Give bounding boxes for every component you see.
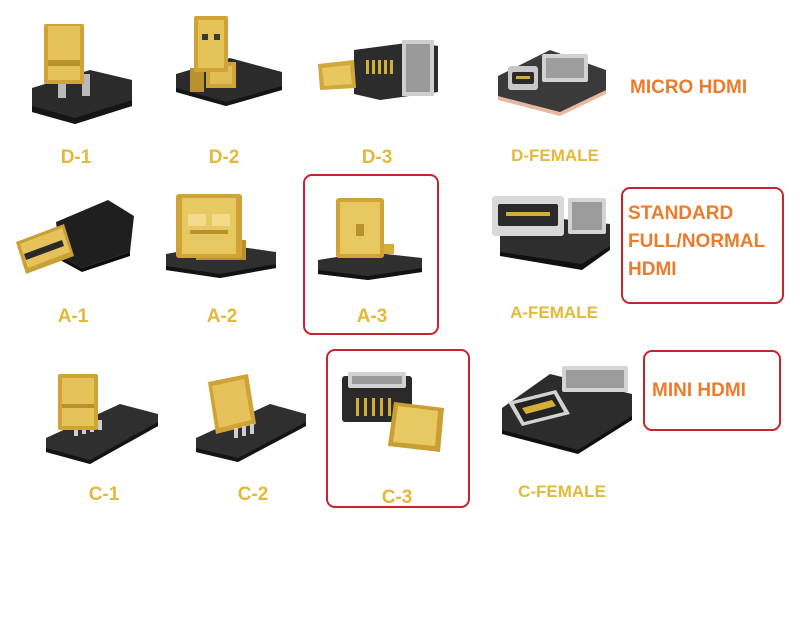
micro-hdmi-connector-icon — [318, 40, 438, 100]
connector-d2 — [170, 10, 290, 120]
standard-hdmi-connector-icon — [166, 194, 276, 278]
connector-cfemale — [494, 352, 640, 462]
connector-d3 — [310, 20, 450, 130]
label-c1: C-1 — [88, 484, 120, 505]
mini-hdmi-connector-icon — [342, 372, 444, 452]
label-a1: A-1 — [57, 306, 89, 327]
connector-c3 — [334, 362, 464, 472]
highlight-box-mini-hdmi — [643, 350, 781, 431]
female-hdmi-socket-icon — [502, 366, 632, 454]
label-d1: D-1 — [60, 147, 92, 168]
label-cfemale: C-FEMALE — [518, 482, 606, 501]
label-d3: D-3 — [361, 147, 393, 168]
standard-hdmi-connector-icon — [318, 198, 422, 280]
label-a3: A-3 — [356, 306, 388, 327]
connector-dfemale — [490, 30, 620, 140]
category-mini-hdmi: MINI HDMI — [652, 380, 746, 401]
micro-hdmi-connector-icon — [32, 24, 132, 124]
highlight-box-c3 — [326, 349, 470, 508]
connector-a3 — [310, 190, 440, 290]
standard-hdmi-connector-icon — [16, 200, 134, 274]
connector-c2 — [190, 360, 320, 470]
connector-c1 — [40, 360, 170, 470]
category-standard-hdmi: STANDARD FULL/NORMAL HDMI — [628, 203, 766, 280]
mini-hdmi-connector-icon — [196, 374, 306, 462]
connector-d1 — [20, 20, 140, 130]
label-c2: C-2 — [237, 484, 269, 505]
connector-afemale — [486, 180, 622, 290]
mini-hdmi-connector-icon — [46, 374, 158, 464]
label-dfemale: D-FEMALE — [511, 146, 599, 165]
label-afemale: A-FEMALE — [510, 303, 598, 322]
connector-a1 — [12, 190, 142, 290]
label-d2: D-2 — [208, 147, 240, 168]
label-c3: C-3 — [381, 487, 413, 508]
micro-hdmi-connector-icon — [176, 16, 282, 106]
connector-a2 — [160, 190, 290, 290]
highlight-box-a3 — [303, 174, 439, 335]
female-hdmi-socket-icon — [498, 50, 606, 116]
label-a2: A-2 — [206, 306, 238, 327]
female-hdmi-socket-icon — [492, 196, 610, 270]
category-micro-hdmi: MICRO HDMI — [630, 77, 748, 98]
highlight-box-standard-hdmi — [621, 187, 784, 304]
